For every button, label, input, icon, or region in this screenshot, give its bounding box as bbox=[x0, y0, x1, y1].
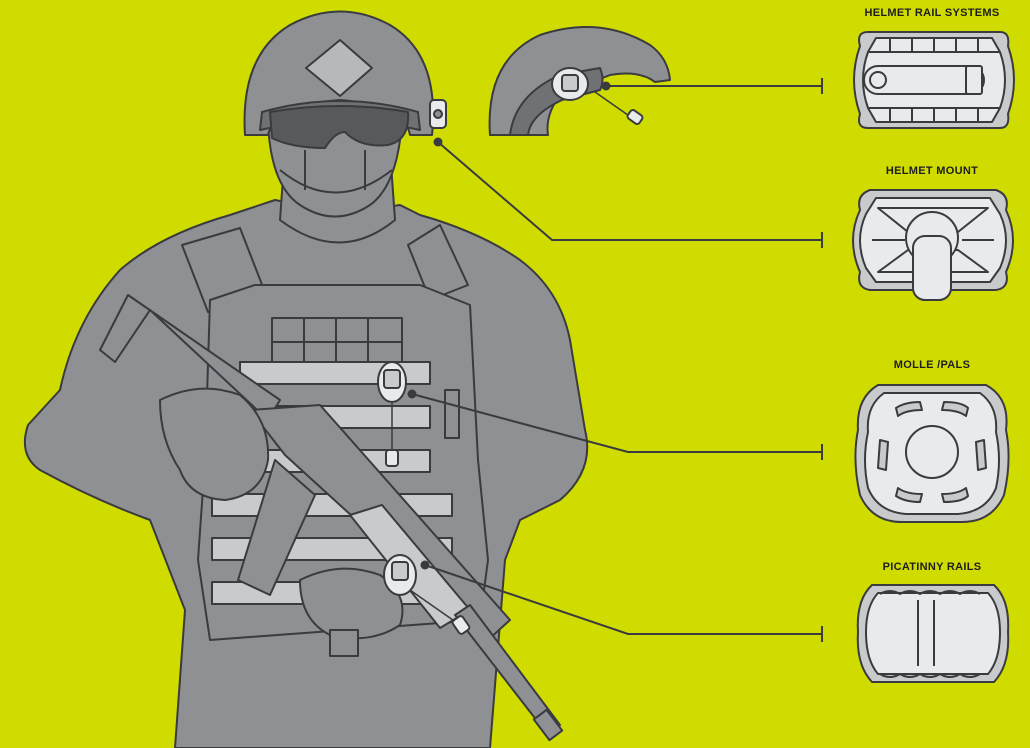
mount-label-molle-pals: MOLLE /PALS bbox=[832, 359, 1030, 371]
mount-label-helmet-rail-systems: HELMET RAIL SYSTEMS bbox=[832, 7, 1030, 19]
helmet-rail-mount-icon bbox=[854, 32, 1014, 128]
mount-label-helmet-mount: HELMET MOUNT bbox=[832, 165, 1030, 177]
molle-pals-mount-icon bbox=[855, 385, 1008, 522]
mount-label-picatinny-rails: PICATINNY RAILS bbox=[832, 561, 1030, 573]
picatinny-rail-mount-icon bbox=[858, 585, 1008, 682]
belt-buckle bbox=[330, 630, 358, 656]
helmet-side-mount-dot bbox=[434, 110, 442, 118]
vest-admin-panel bbox=[272, 318, 402, 366]
helmet-side-light-body bbox=[562, 75, 578, 91]
vest-slot bbox=[445, 390, 459, 438]
helmet-mount-icon bbox=[853, 190, 1013, 300]
